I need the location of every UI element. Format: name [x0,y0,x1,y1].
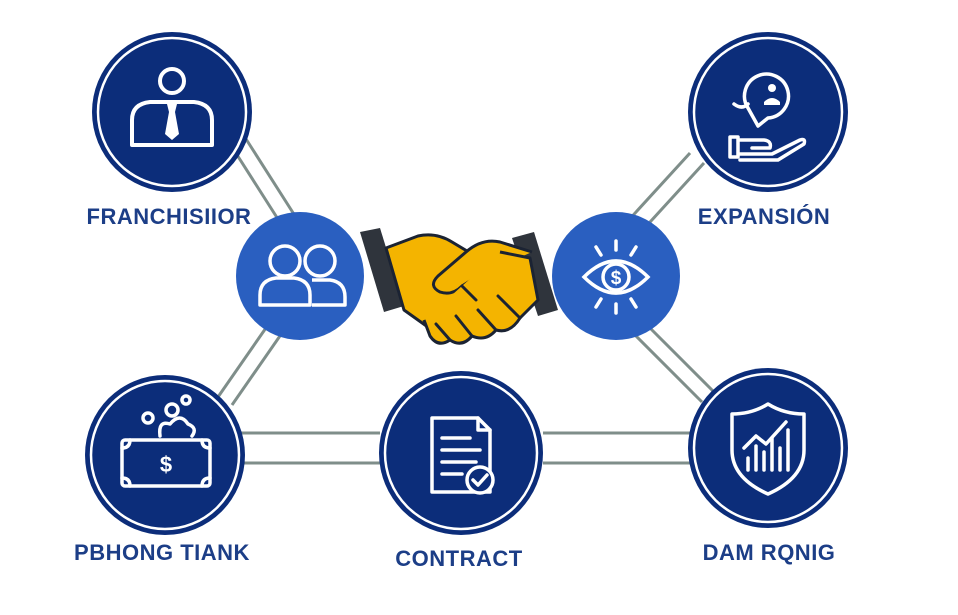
businessman-icon [130,67,214,147]
label-expansion: EXPANSIÓN [697,204,831,229]
people-icon [258,244,347,307]
eye-dollar-icon [581,239,651,315]
node-franchisor[interactable] [92,32,252,192]
label-contract: CONTRACT [395,546,523,571]
node-investment[interactable]: $ [552,212,680,340]
connectors [216,138,716,465]
svg-text:$: $ [611,268,622,289]
shield-chart-icon [730,402,806,496]
label-growth: DAM RQNIG [702,540,836,565]
connector-investment-expansion [624,151,706,235]
node-expansion[interactable] [688,32,848,192]
svg-text:$: $ [160,452,172,477]
connector-franchisor-partners [230,138,299,228]
node-capital[interactable]: $ [85,375,245,535]
handshake-icon [360,228,558,345]
connector-partners-capital [216,324,284,406]
connector-capital-contract [240,431,380,465]
connector-contract-growth [543,431,690,465]
node-partners[interactable] [236,212,364,340]
node-contract[interactable] [379,371,543,535]
node-growth[interactable] [688,368,848,528]
hand-holding-chat-icon [728,72,807,162]
money-box-icon [120,394,212,488]
connector-investment-growth [628,318,716,404]
contract-document-icon [430,416,495,495]
label-capital: PBHONG TIANK [74,540,250,565]
label-franchisor: FRANCHISIIOR [86,204,252,229]
